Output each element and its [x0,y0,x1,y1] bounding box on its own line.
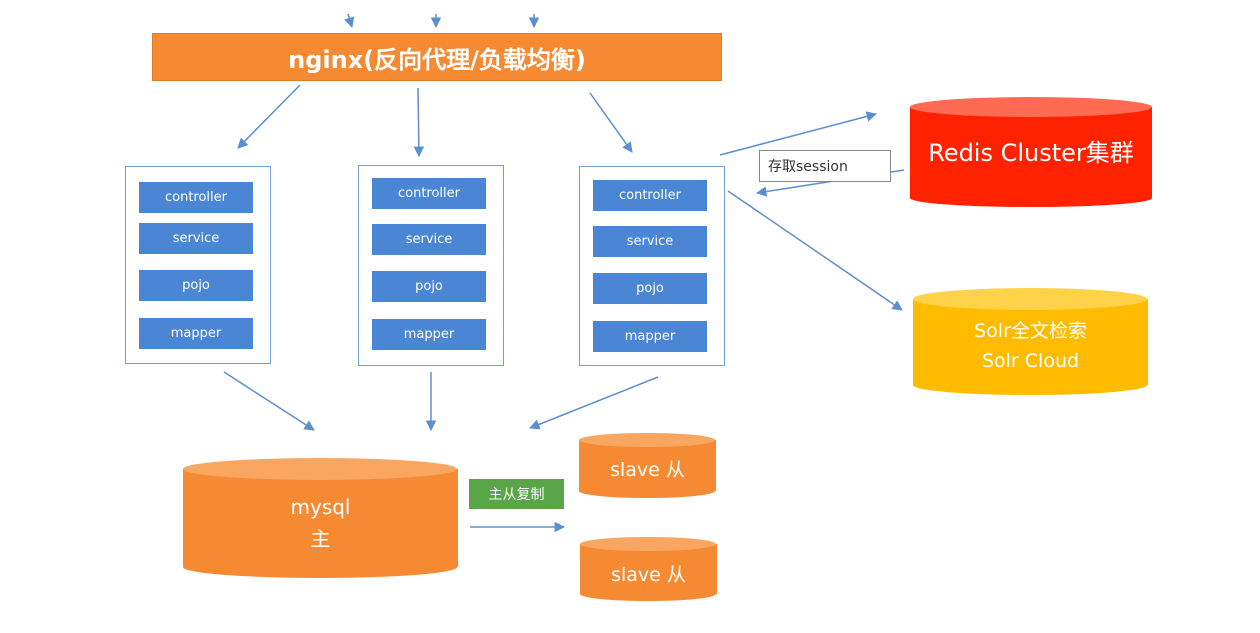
nginx-to-server-1-arrow [237,84,301,149]
app-server-3: controller service pojo mapper [579,166,725,366]
session-label-box: 存取session [759,150,891,182]
controller-layer: controller [372,178,486,209]
slave-1-label: slave 从 [610,458,685,481]
server-1-to-mysql-arrow [223,371,315,431]
solr-cylinder [913,288,1148,395]
slave-cylinder-2 [580,537,717,601]
server-3-to-mysql-arrow [529,376,659,430]
mapper-layer: mapper [139,318,253,349]
service-layer: service [372,224,486,255]
mysql-label-line1: mysql [290,495,351,519]
pojo-layer: pojo [593,273,707,304]
mysql-label-wrap: mysql 主 [183,488,458,558]
pojo-layer: pojo [372,271,486,302]
nginx-to-server-3-arrow [589,92,633,153]
controller-layer: controller [593,180,707,211]
app-server-2: controller service pojo mapper [358,165,504,366]
session-label: 存取session [768,159,848,175]
slave-cylinder-1 [579,433,716,498]
mapper-layer: mapper [372,319,486,350]
slave-2-label: slave 从 [611,563,686,586]
controller-layer: controller [139,182,253,213]
redis-cylinder [910,97,1152,207]
mysql-cylinder [183,458,458,578]
replication-label: 主从复制 [488,487,545,503]
nginx-label: nginx(反向代理/负载均衡) [288,45,586,74]
mapper-layer: mapper [593,321,707,352]
nginx-load-balancer: nginx(反向代理/负载均衡) [152,33,722,81]
service-layer: service [593,226,707,257]
nginx-to-server-2-arrow [413,87,425,158]
replication-label-box: 主从复制 [469,479,564,509]
solr-label-line2: Solr Cloud [981,350,1080,372]
mysql-label-line2: 主 [310,527,331,551]
app-server-1: controller service pojo mapper [125,166,271,364]
slave-2-label-wrap: slave 从 [580,555,717,591]
solr-label-wrap: Solr全文检索 Solr Cloud [913,312,1148,380]
incoming-arrow-1 [344,13,355,29]
service-layer: service [139,223,253,254]
server-3-to-redis-arrow [719,111,878,156]
server-3-to-solr-arrow [727,190,903,311]
slave-1-label-wrap: slave 从 [579,450,716,486]
solr-label-line1: Solr全文检索 [974,320,1087,342]
pojo-layer: pojo [139,270,253,301]
redis-label-wrap: Redis Cluster集群 [910,120,1152,180]
redis-label: Redis Cluster集群 [928,138,1134,167]
